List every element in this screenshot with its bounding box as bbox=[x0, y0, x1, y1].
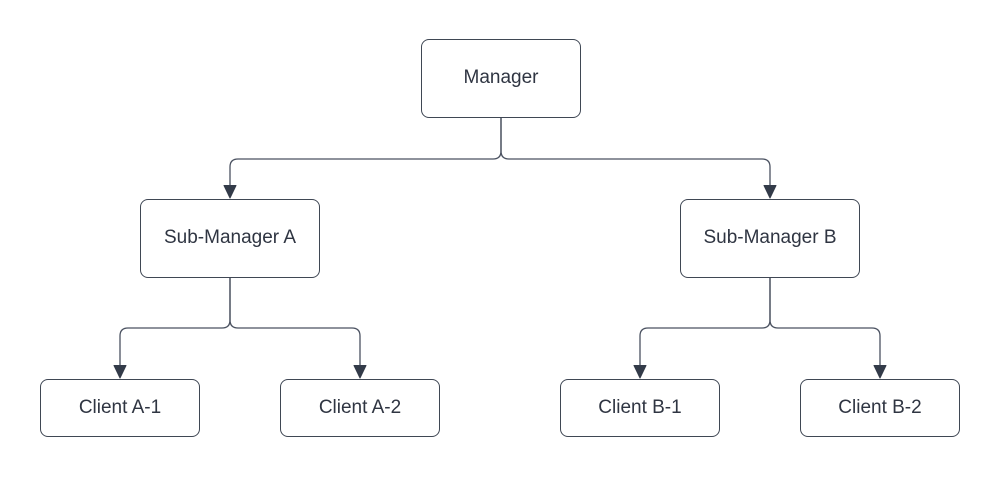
edge-manager-to-sub-manager-b bbox=[500, 118, 777, 199]
edge-sub-manager-b-to-client-b2 bbox=[769, 278, 887, 379]
arrowhead-icon bbox=[763, 185, 777, 199]
node-client-b1-label: Client B-1 bbox=[598, 396, 682, 418]
arrowhead-icon bbox=[353, 365, 367, 379]
edge-sub-manager-a-to-client-a2 bbox=[229, 278, 367, 379]
arrowhead-icon bbox=[873, 365, 887, 379]
edge-sub-manager-b-to-client-b1 bbox=[633, 278, 771, 379]
arrowhead-icon bbox=[633, 365, 647, 379]
arrowhead-icon bbox=[223, 185, 237, 199]
node-manager[interactable]: Manager bbox=[421, 39, 581, 118]
arrowhead-icon bbox=[113, 365, 127, 379]
node-sub-manager-b[interactable]: Sub-Manager B bbox=[680, 199, 860, 278]
node-client-a1[interactable]: Client A-1 bbox=[40, 379, 200, 437]
node-client-a2[interactable]: Client A-2 bbox=[280, 379, 440, 437]
node-client-a2-label: Client A-2 bbox=[318, 396, 402, 418]
edge-sub-manager-a-to-client-a1 bbox=[113, 278, 231, 379]
node-sub-manager-a[interactable]: Sub-Manager A bbox=[140, 199, 320, 278]
node-manager-label: Manager bbox=[463, 67, 539, 89]
node-client-b1[interactable]: Client B-1 bbox=[560, 379, 720, 437]
node-client-a1-label: Client A-1 bbox=[78, 396, 162, 418]
node-client-b2[interactable]: Client B-2 bbox=[800, 379, 960, 437]
node-sub-manager-a-label: Sub-Manager A bbox=[163, 227, 297, 249]
edge-manager-to-sub-manager-a bbox=[223, 118, 502, 199]
node-sub-manager-b-label: Sub-Manager B bbox=[703, 227, 837, 249]
node-client-b2-label: Client B-2 bbox=[838, 396, 922, 418]
